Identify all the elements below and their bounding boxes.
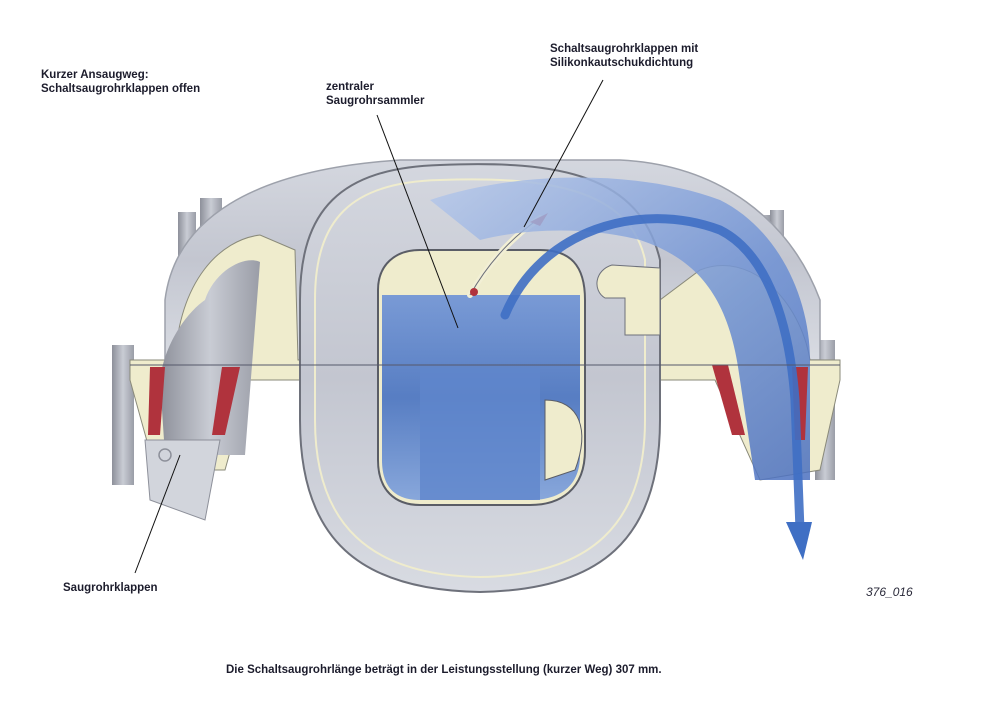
- right-runner-blue: [430, 177, 810, 480]
- plenum-lower-block: [420, 368, 540, 500]
- airflow-arrow: [500, 214, 812, 560]
- leader-line-flaps-seal: [523, 79, 604, 228]
- figure-id: 376_016: [866, 585, 913, 599]
- figure-caption: Die Schaltsaugrohrlänge beträgt in der L…: [226, 664, 662, 676]
- right-hook-section: [596, 264, 661, 336]
- label-central-manifold: zentraler Saugrohrsammler: [326, 81, 425, 107]
- left-flap-seals: [148, 367, 240, 435]
- label-runner-flaps: Saugrohrklappen: [63, 582, 158, 594]
- flap-seal-tip-lower: [470, 288, 478, 296]
- leader-line-central: [376, 114, 459, 329]
- label-flaps-with-seal: Schaltsaugrohrklappen mit Silikonkautsch…: [550, 43, 699, 69]
- left-flap-housing: [144, 439, 221, 521]
- left-runner: [160, 260, 260, 455]
- leader-line-runner-flaps: [134, 454, 181, 574]
- label-short-intake-path: Kurzer Ansaugweg: Schaltsaugrohrklappen …: [41, 69, 201, 95]
- plenum-right-lobe: [544, 399, 583, 481]
